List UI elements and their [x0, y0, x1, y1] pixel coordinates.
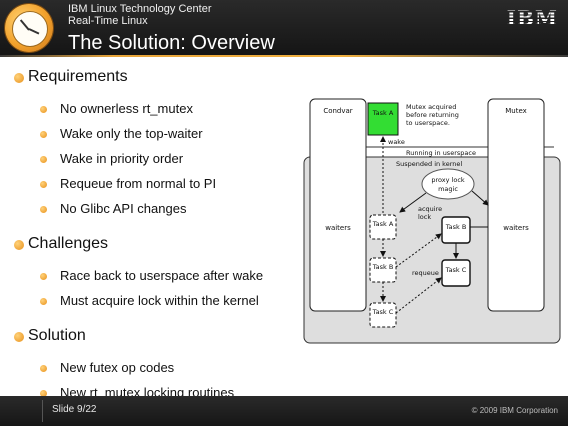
footer-bar: Slide 9/22 © 2009 IBM Corporation — [0, 396, 568, 426]
bullet-dot-icon — [40, 156, 47, 163]
list-item: Must acquire lock within the kernel — [14, 290, 299, 315]
bullet-dot-icon — [14, 73, 24, 83]
acquire-line-2: lock — [418, 213, 431, 221]
list-item: Requeue from normal to PI — [14, 173, 299, 198]
cloud-line-1: proxy lock — [431, 176, 465, 184]
task-c-right-label: Task C — [445, 266, 467, 274]
mutex-label: Mutex — [505, 107, 527, 115]
section-heading: Solution — [14, 325, 299, 347]
bullet-dot-icon — [40, 273, 47, 280]
condvar-label: Condvar — [323, 107, 352, 115]
org-name: IBM Linux Technology Center Real-Time Li… — [68, 3, 212, 27]
copyright: © 2009 IBM Corporation — [471, 406, 558, 415]
task-a-running — [367, 102, 399, 136]
list-item: Race back to userspace after wake — [14, 265, 299, 290]
bullet-dot-icon — [40, 131, 47, 138]
task-a-node-label: Task A — [372, 220, 394, 228]
section-heading: Challenges — [14, 233, 299, 255]
waiters-left-label: waiters — [325, 224, 351, 232]
cloud-to-mutex-arrow — [471, 190, 489, 206]
org-line-1: IBM Linux Technology Center — [68, 3, 212, 15]
bullet-dot-icon — [40, 106, 47, 113]
list-item-text: Wake only the top-waiter — [60, 126, 203, 141]
mutex-note-line-2: before returning — [406, 111, 459, 119]
running-label: Running in userspace — [406, 149, 476, 157]
clock-logo-icon — [5, 4, 53, 52]
bullet-dot-icon — [40, 181, 47, 188]
list-item: No Glibc API changes — [14, 198, 299, 223]
task-c-left-node — [369, 302, 397, 328]
section-heading: Requirements — [14, 66, 299, 88]
task-c-right-node — [441, 259, 471, 287]
requeue-arrow-b — [395, 233, 442, 268]
slide-number: Slide 9/22 — [52, 404, 97, 415]
task-b-right-label: Task B — [445, 223, 467, 231]
cloud-line-2: magic — [438, 185, 458, 193]
list-item: Wake only the top-waiter — [14, 123, 299, 148]
bullet-dot-icon — [40, 206, 47, 213]
task-b-left-label: Task B — [372, 263, 394, 271]
list-item-text: No ownerless rt_mutex — [60, 101, 193, 116]
list-item-text: Must acquire lock within the kernel — [60, 293, 259, 308]
wake-label: wake — [388, 138, 405, 146]
task-c-left-label: Task C — [372, 308, 394, 316]
page-title: The Solution: Overview — [68, 32, 275, 54]
list-item: Wake in priority order — [14, 148, 299, 173]
futex-diagram: Condvar Mutex waiters waiters Task A Mut… — [303, 98, 561, 344]
requeue-label: requeue — [412, 269, 439, 277]
mutex-note-line-1: Mutex acquired — [406, 103, 456, 111]
bullet-dot-icon — [40, 298, 47, 305]
bullet-dot-icon — [40, 365, 47, 372]
list-item: New futex op codes — [14, 357, 299, 382]
list-item-text: New futex op codes — [60, 360, 175, 375]
bullet-dot-icon — [40, 390, 47, 397]
mutex-note-line-3: to userspace. — [406, 119, 450, 127]
bullet-dot-icon — [14, 240, 24, 250]
section-label: Requirements — [28, 68, 128, 85]
waiters-right-label: waiters — [503, 224, 529, 232]
task-a-running-label: Task A — [372, 109, 394, 117]
list-item-text: No Glibc API changes — [60, 201, 187, 216]
ibm-logo: IBM — [506, 6, 558, 30]
list-item-text: Race back to userspace after wake — [60, 268, 264, 283]
acquire-line-1: acquire — [418, 205, 442, 213]
bullet-dot-icon — [14, 332, 24, 342]
list-item: No ownerless rt_mutex — [14, 98, 299, 123]
list-item-text: Wake in priority order — [60, 151, 184, 166]
mutex-box — [487, 98, 545, 312]
header-bar: IBM Linux Technology Center Real-Time Li… — [0, 0, 568, 57]
suspended-label: Suspended in kernel — [396, 160, 462, 168]
section-label: Challenges — [28, 235, 109, 252]
clock-face — [12, 11, 48, 47]
requeue-arrow-c — [395, 277, 442, 314]
proxy-lock-cloud — [421, 168, 475, 200]
org-line-2: Real-Time Linux — [68, 15, 148, 27]
cloud-to-task-a-arrow — [399, 192, 427, 213]
list-item-text: Requeue from normal to PI — [60, 176, 217, 191]
bullet-list: Requirements No ownerless rt_mutex Wake … — [14, 66, 299, 407]
section-label: Solution — [28, 327, 86, 344]
condvar-box — [309, 98, 367, 312]
